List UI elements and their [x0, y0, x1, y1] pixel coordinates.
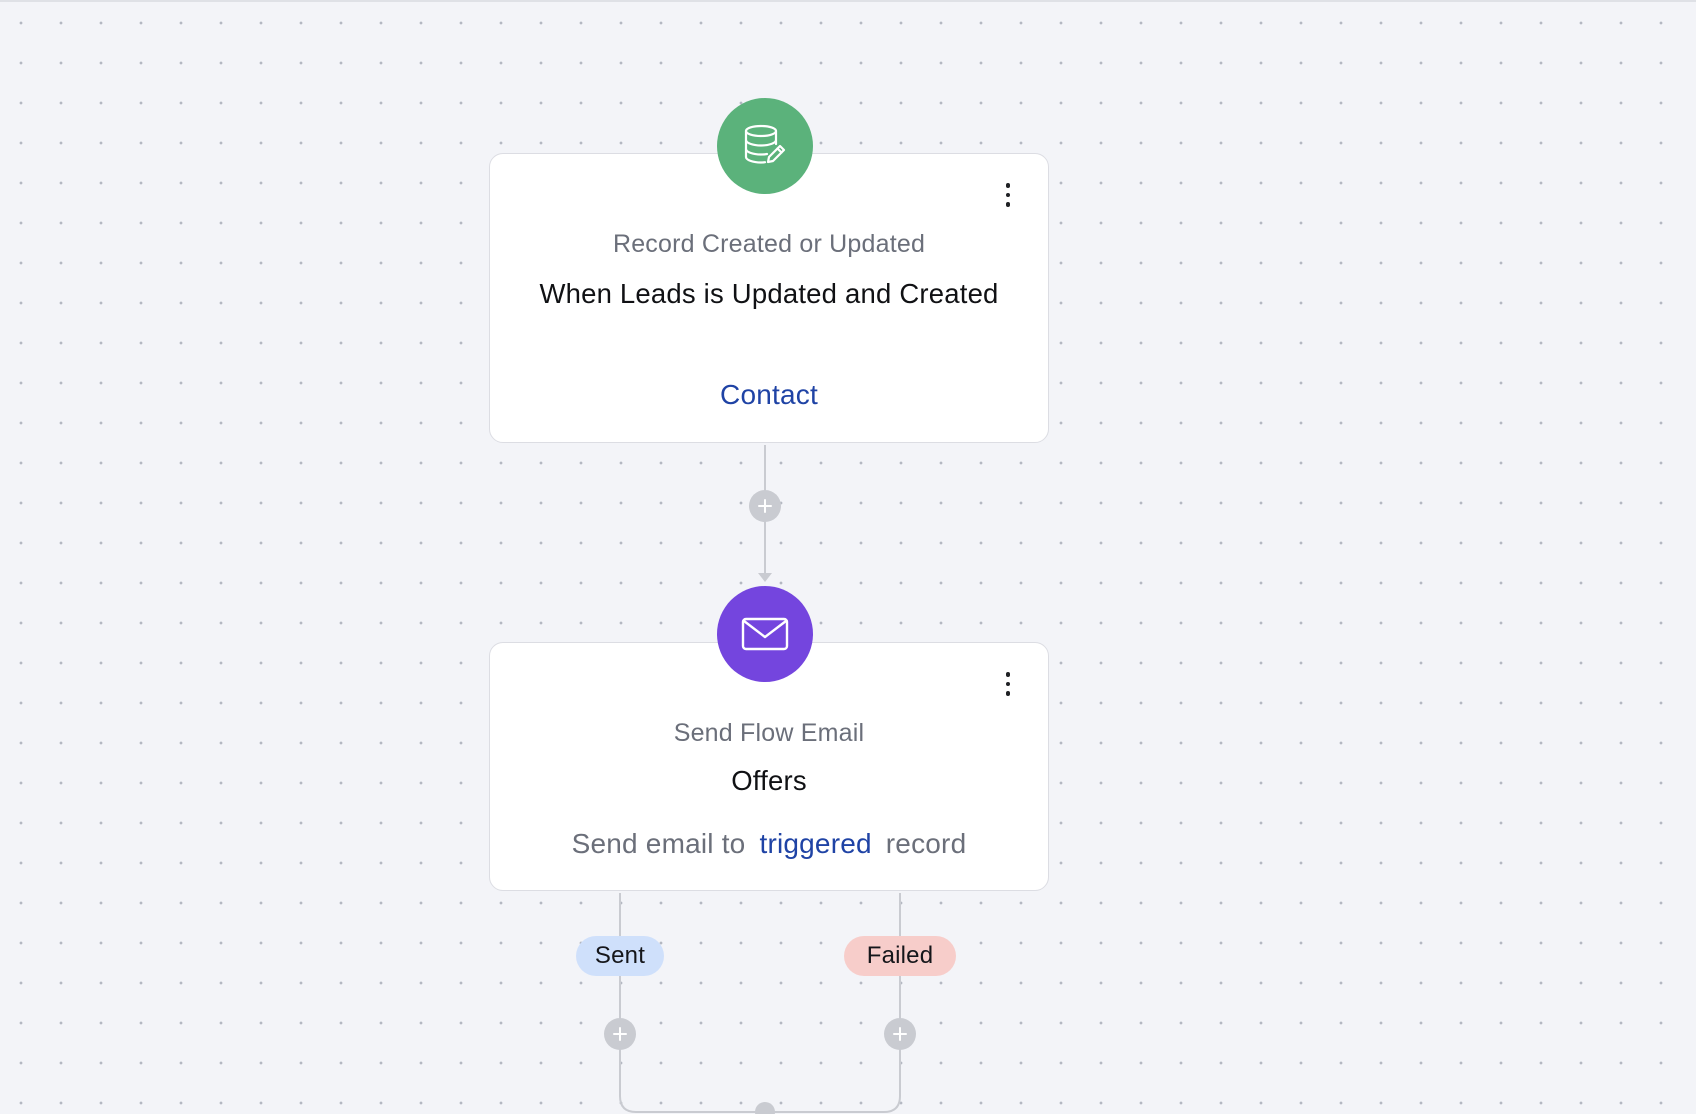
kebab-dot [1005, 691, 1011, 696]
sent-branch-badge: Sent [576, 936, 664, 976]
add-step-button[interactable] [749, 490, 781, 522]
recipient-link[interactable]: triggered [759, 828, 872, 859]
email-title: Offers [731, 765, 807, 796]
add-step-sent-button[interactable] [604, 1018, 636, 1050]
kebab-dot [1005, 681, 1011, 687]
email-recipient-sentence: Send email to triggered record [490, 828, 1048, 860]
email-node-menu-button[interactable] [996, 667, 1020, 701]
connector-arrowhead [758, 573, 772, 582]
failed-branch-badge: Failed [844, 936, 956, 976]
trigger-node-card[interactable]: Record Created or Updated When Leads is … [489, 153, 1049, 443]
email-node-icon-badge [717, 586, 813, 682]
sentence-prefix: Send email to [571, 828, 746, 859]
trigger-title: When Leads is Updated and Created [539, 278, 999, 309]
trigger-module-link[interactable]: Contact [720, 379, 818, 410]
email-node-card[interactable]: Send Flow Email Offers Send email to trig… [489, 642, 1049, 891]
plus-icon [758, 499, 772, 513]
add-step-failed-button[interactable] [884, 1018, 916, 1050]
envelope-icon [741, 617, 789, 651]
plus-icon [613, 1027, 627, 1041]
trigger-node-icon-badge [717, 98, 813, 194]
trigger-type-label: Record Created or Updated [612, 230, 926, 258]
kebab-dot [1005, 202, 1011, 207]
kebab-dot [1005, 672, 1011, 677]
plus-icon [893, 1027, 907, 1041]
kebab-dot [1005, 183, 1011, 188]
email-type-label: Send Flow Email [673, 719, 865, 747]
database-edit-icon [744, 124, 786, 164]
kebab-dot [1005, 192, 1011, 198]
merge-dot [755, 1102, 775, 1114]
trigger-node-menu-button[interactable] [996, 178, 1020, 212]
sentence-suffix: record [885, 828, 967, 859]
